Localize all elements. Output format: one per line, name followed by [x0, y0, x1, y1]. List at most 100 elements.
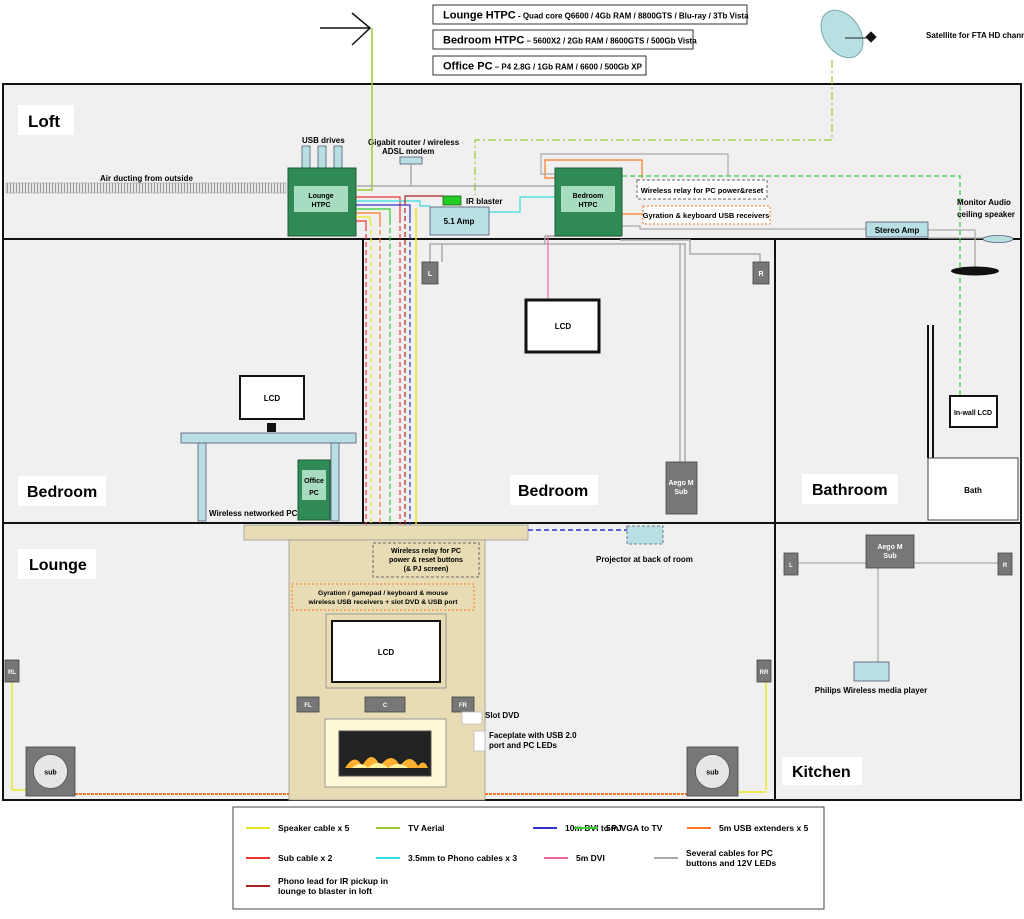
legend-label: TV Aerial — [408, 823, 445, 833]
air-ducting-label: Air ducting from outside — [100, 174, 193, 183]
wireless-pc-label: Wireless networked PC — [209, 509, 298, 518]
router — [399, 156, 423, 165]
riser-cables — [365, 200, 417, 525]
svg-text:Bedroom: Bedroom — [27, 484, 97, 501]
svg-text:In-wall LCD: In-wall LCD — [954, 410, 992, 417]
room-label-lounge: Lounge — [18, 549, 96, 579]
bathroom-pipes — [927, 325, 934, 458]
legend-label: 5m DVI — [576, 853, 605, 863]
svg-text:5.1 Amp: 5.1 Amp — [444, 217, 475, 226]
desk — [180, 432, 357, 522]
svg-text:R: R — [758, 271, 763, 278]
bedroom-sub: Aego M Sub — [665, 461, 698, 515]
bedroom-lcd: LCD — [524, 298, 601, 354]
speaker-rl: RL — [4, 659, 20, 683]
legend-label: 5m USB extenders x 5 — [719, 823, 809, 833]
svg-text:sub: sub — [44, 770, 56, 777]
svg-text:Kitchen: Kitchen — [792, 764, 851, 781]
monitor-audio-label-2: ceiling speaker — [957, 210, 1015, 219]
svg-text:Wireless relay for PC: Wireless relay for PC — [391, 548, 461, 555]
lounge-gyration-note: Gyration / gamepad / keyboard & mouse wi… — [291, 583, 475, 611]
legend-label: 3.5mm to Phono cables x 3 — [408, 853, 517, 863]
usb-drives-label: USB drives — [302, 136, 345, 145]
router-label: Gigabit router / wireless — [368, 138, 460, 147]
svg-text:FL: FL — [304, 703, 312, 709]
lounge-relay-note: Wireless relay for PC power & reset butt… — [372, 542, 480, 578]
svg-text:Bedroom: Bedroom — [573, 193, 604, 200]
ir-blaster: IR blaster — [442, 195, 502, 206]
lounge-sub-left: sub — [25, 746, 76, 797]
bedroom-speaker-r: R — [752, 261, 770, 285]
bedroom-left-lcd: LCD — [239, 375, 305, 432]
bath: Bath — [927, 457, 1019, 521]
legend-label: 5m VGA to TV — [606, 823, 663, 833]
legend-label: Sub cable x 2 — [278, 853, 333, 863]
svg-text:Lounge: Lounge — [29, 557, 87, 574]
projector — [626, 525, 664, 545]
kitchen-speaker-l: L — [783, 552, 799, 576]
room-label-bathroom: Bathroom — [802, 474, 898, 504]
usb-drives — [301, 145, 343, 169]
svg-text:L: L — [428, 271, 433, 278]
svg-text:Bath: Bath — [964, 486, 982, 495]
fireplace — [324, 718, 447, 788]
media-player — [853, 661, 890, 682]
svg-text:Lounge: Lounge — [308, 193, 333, 200]
svg-text:sub: sub — [706, 770, 718, 777]
svg-text:Sub: Sub — [674, 489, 687, 496]
svg-text:PC: PC — [309, 490, 319, 497]
svg-text:L: L — [789, 563, 793, 569]
legend — [232, 806, 825, 910]
spec-office-pc: Office PC – P4 2.8G / 1Gb RAM / 6600 / 5… — [432, 55, 647, 76]
svg-text:FR: FR — [459, 703, 468, 709]
tv-aerial-icon — [320, 12, 372, 46]
speaker-c: C — [364, 696, 406, 713]
amp-5-1: 5.1 Amp — [429, 206, 490, 236]
faceplate-label-2: port and PC LEDs — [489, 741, 558, 750]
faceplate-label: Faceplate with USB 2.0 — [489, 731, 577, 740]
room-label-loft: Loft — [18, 105, 74, 135]
svg-text:C: C — [383, 703, 388, 709]
svg-text:Office PC – P4 2.8G / 1Gb RAM: Office PC – P4 2.8G / 1Gb RAM / 6600 / 5… — [443, 61, 643, 73]
room-label-bedroom-middle: Bedroom — [510, 475, 598, 505]
satellite-dish-icon — [820, 9, 877, 59]
kitchen-sub: Aego M Sub — [865, 534, 915, 569]
svg-text:Bathroom: Bathroom — [812, 482, 888, 499]
svg-text:LCD: LCD — [264, 394, 281, 403]
svg-text:Gyration & keyboard USB receiv: Gyration & keyboard USB receivers — [643, 211, 770, 220]
spec-lounge-htpc: Lounge HTPC - Quad core Q6600 / 4Gb RAM … — [432, 4, 749, 25]
kitchen-speaker-r: R — [997, 552, 1013, 576]
svg-text:Aego M: Aego M — [877, 544, 902, 551]
bedroom-speaker-l: L — [421, 261, 439, 285]
room-label-bedroom-left: Bedroom — [18, 476, 106, 506]
svg-text:Aego M: Aego M — [668, 480, 693, 487]
svg-text:HTPC: HTPC — [578, 202, 597, 209]
slot-dvd — [461, 711, 483, 725]
svg-text:HTPC: HTPC — [311, 202, 330, 209]
faceplate — [473, 730, 486, 752]
lounge-htpc: Lounge HTPC — [287, 167, 357, 237]
bathroom-speaker — [951, 266, 999, 276]
kitchen-cables — [798, 562, 998, 662]
slot-dvd-label: Slot DVD — [485, 711, 519, 720]
svg-text:Stereo Amp: Stereo Amp — [875, 226, 920, 235]
svg-text:(& PJ screen): (& PJ screen) — [404, 566, 449, 573]
projector-label: Projector at back of room — [596, 555, 693, 564]
svg-text:IR blaster: IR blaster — [466, 197, 502, 206]
media-player-label: Philips Wireless media player — [815, 686, 927, 695]
ceiling-speaker — [982, 235, 1014, 243]
svg-text:R: R — [1003, 563, 1008, 569]
loft-cables — [356, 28, 1012, 462]
lounge-sub-right: sub — [686, 746, 739, 797]
satellite-label: Satellite for FTA HD channels — [926, 31, 1024, 40]
svg-text:RL: RL — [8, 670, 16, 676]
speaker-fl: FL — [296, 696, 320, 713]
gyration-receivers-loft: Gyration & keyboard USB receivers — [642, 205, 771, 225]
stereo-amp: Stereo Amp — [865, 221, 929, 238]
spec-bedroom-htpc: Bedroom HTPC – 5600X2 / 2Gb RAM / 8600GT… — [432, 29, 697, 50]
svg-text:Loft: Loft — [28, 112, 60, 131]
